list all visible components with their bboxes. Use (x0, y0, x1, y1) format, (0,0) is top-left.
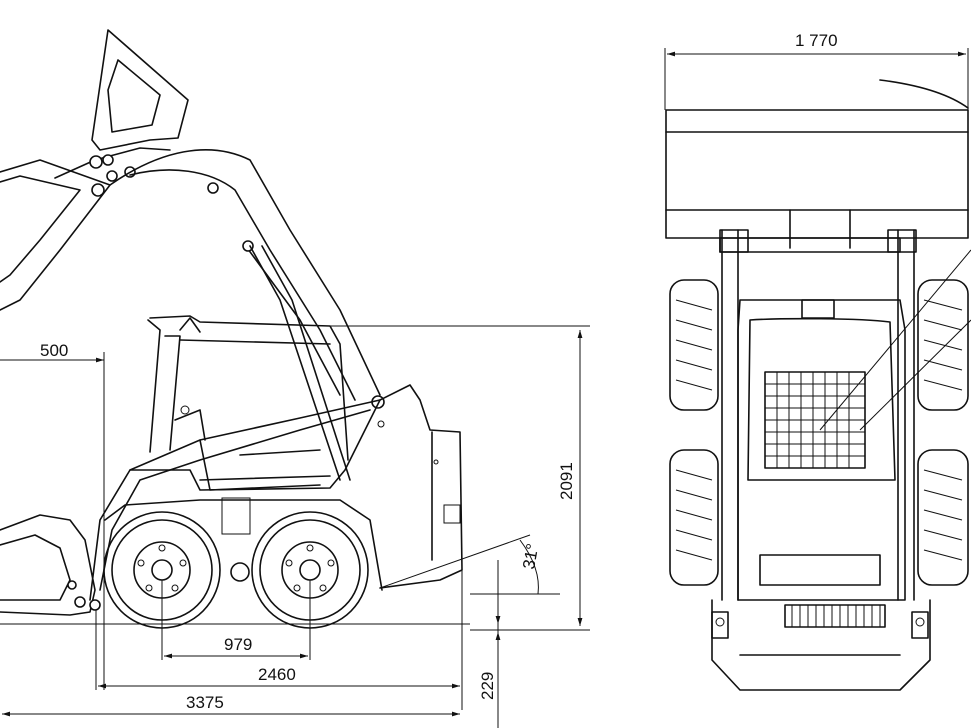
left-tires (669, 279, 719, 586)
dim-1770-label: 1 770 (795, 31, 838, 50)
dim-229-label: 229 (478, 672, 497, 700)
leader-line-1 (819, 249, 971, 431)
front-body (737, 299, 906, 601)
raised-lift-arm (109, 149, 385, 481)
dim-3375: 3375 (2, 693, 460, 717)
dim-3375-label: 3375 (186, 693, 224, 712)
cab (147, 315, 349, 461)
dim-979: 979 (161, 580, 311, 660)
dim-angle-label: 31° (519, 542, 542, 571)
dim-500: 500 (0, 341, 105, 690)
front-lower-frame (711, 554, 931, 691)
side-view: 500 2091 31° 229 979 (0, 29, 590, 728)
leader-line-2 (859, 319, 971, 431)
front-view: 1 770 (664, 31, 971, 691)
drive-hub (230, 562, 250, 582)
dim-229: 229 (478, 600, 501, 700)
raised-bucket (0, 29, 189, 311)
dim-2460: 2460 (95, 610, 460, 690)
dim-2460-label: 2460 (258, 665, 296, 684)
right-tires (917, 279, 969, 586)
dim-979-label: 979 (224, 635, 252, 654)
lowered-bucket (0, 514, 101, 616)
dim-2091-label: 2091 (557, 462, 576, 500)
dim-500-label: 500 (40, 341, 68, 360)
dim-2091: 2091 (330, 325, 590, 631)
front-bucket (665, 79, 969, 253)
cab-window-grid (764, 371, 866, 469)
dim-1770: 1 770 (664, 31, 969, 110)
dim-angle: 31° (470, 539, 560, 595)
